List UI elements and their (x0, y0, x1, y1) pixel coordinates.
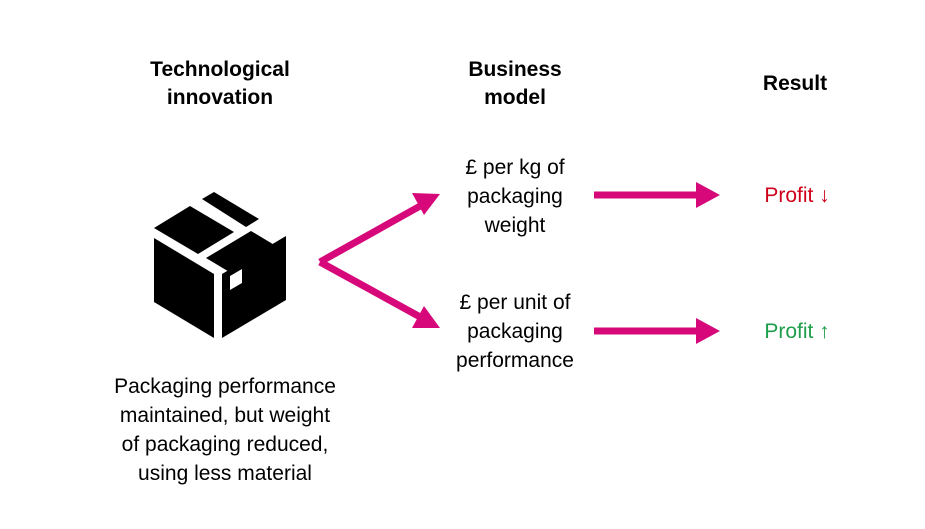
arrow-to-model-2 (318, 258, 440, 328)
business-model-per-kg: £ per kg of packaging weight (415, 153, 615, 240)
package-box-icon (154, 192, 286, 338)
heading-line: model (484, 86, 546, 109)
heading-line: Business (468, 58, 562, 81)
caption-line: of packaging reduced, (121, 433, 329, 456)
result-profit-down: Profit ↓ (764, 184, 830, 207)
model-line: packaging (467, 320, 563, 343)
heading-result: Result (762, 72, 828, 95)
heading-line: Technological (150, 58, 290, 81)
caption-line: maintained, but weight (119, 404, 331, 427)
arrow-to-result-2 (594, 318, 720, 344)
business-model-per-unit: £ per unit of packaging performance (415, 288, 615, 375)
model-line: performance (456, 349, 574, 372)
arrow-to-result-1 (594, 182, 720, 208)
heading-line: innovation (166, 86, 274, 109)
caption-line: using less material (138, 462, 312, 485)
heading-technological-innovation: Technological innovation (120, 56, 320, 112)
heading-business-model: Business model (420, 56, 610, 112)
caption-line: Packaging performance (114, 375, 336, 398)
model-line: packaging (467, 185, 563, 208)
model-line: £ per kg of (465, 156, 565, 179)
arrow-to-model-1 (318, 193, 440, 266)
model-line: £ per unit of (459, 291, 571, 314)
result-profit-up: Profit ↑ (764, 320, 830, 343)
model-line: weight (484, 214, 546, 237)
innovation-caption: Packaging performance maintained, but we… (60, 372, 390, 488)
